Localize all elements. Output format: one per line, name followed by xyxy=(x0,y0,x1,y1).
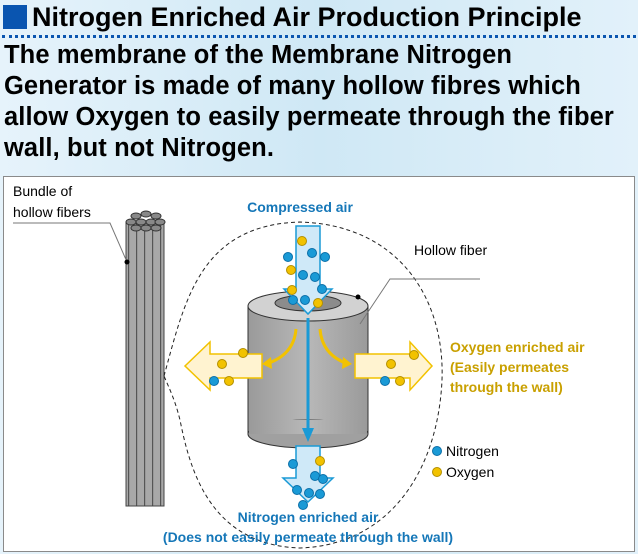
zoom-outline xyxy=(163,221,443,549)
nitrogen-molecule xyxy=(300,295,310,305)
bundle-label: Bundle of xyxy=(13,183,72,199)
nitrogen-air-label-2: (Does not easily permeate through the wa… xyxy=(163,529,453,545)
oxygen-molecule xyxy=(395,376,405,386)
oxygen-molecule xyxy=(217,359,227,369)
nitrogen-molecule xyxy=(317,284,327,294)
title-text: Nitrogen Enriched Air Production Princip… xyxy=(32,1,582,32)
nitrogen-molecule xyxy=(307,248,317,258)
nitrogen-molecule xyxy=(298,500,308,510)
compressed-air-label: Compressed air xyxy=(247,199,353,215)
bundle-label-2: hollow fibers xyxy=(13,204,91,220)
oxygen-legend-icon xyxy=(432,467,442,477)
nitrogen-molecule xyxy=(310,272,320,282)
description: The membrane of the Membrane Nitrogen Ge… xyxy=(4,41,614,162)
oxygen-air-label: Oxygen enriched air xyxy=(450,339,585,355)
nitrogen-molecule xyxy=(380,376,390,386)
oxygen-molecule xyxy=(386,359,396,369)
hollow-fiber-leader-line xyxy=(359,278,480,325)
page-title: Nitrogen Enriched Air Production Princip… xyxy=(3,2,582,32)
nitrogen-molecule xyxy=(288,295,298,305)
hollow-fiber-label: Hollow fiber xyxy=(414,242,487,258)
molecules xyxy=(209,236,419,510)
oxygen-molecule xyxy=(238,348,248,358)
title-divider xyxy=(2,35,636,38)
nitrogen-molecule xyxy=(320,252,330,262)
oxygen-molecule xyxy=(409,350,419,360)
oxygen-molecule xyxy=(313,298,323,308)
oxygen-molecule xyxy=(224,376,234,386)
legend-oxygen: Oxygen xyxy=(446,464,494,480)
legend-nitrogen: Nitrogen xyxy=(446,443,499,459)
nitrogen-molecule xyxy=(283,252,293,262)
title-square-icon xyxy=(3,5,27,29)
oxygen-air-label-3: through the wall) xyxy=(450,379,563,395)
fiber-bundle xyxy=(125,210,166,507)
nitrogen-molecule xyxy=(292,485,302,495)
nitrogen-molecule xyxy=(315,489,325,499)
nitrogen-molecule xyxy=(209,376,219,386)
oxygen-air-label-2: (Easily permeates xyxy=(450,359,569,375)
oxygen-molecule xyxy=(315,456,325,466)
nitrogen-molecule xyxy=(318,474,328,484)
oxygen-molecule xyxy=(287,285,297,295)
nitrogen-molecule xyxy=(298,270,308,280)
nitrogen-legend-icon xyxy=(432,446,442,456)
nitrogen-molecule xyxy=(288,459,298,469)
bundle-leader-line xyxy=(13,222,128,263)
nitrogen-air-label: Nitrogen enriched air xyxy=(238,509,379,525)
oxygen-molecule xyxy=(297,236,307,246)
oxygen-molecule xyxy=(286,265,296,275)
nitrogen-molecule xyxy=(304,488,314,498)
